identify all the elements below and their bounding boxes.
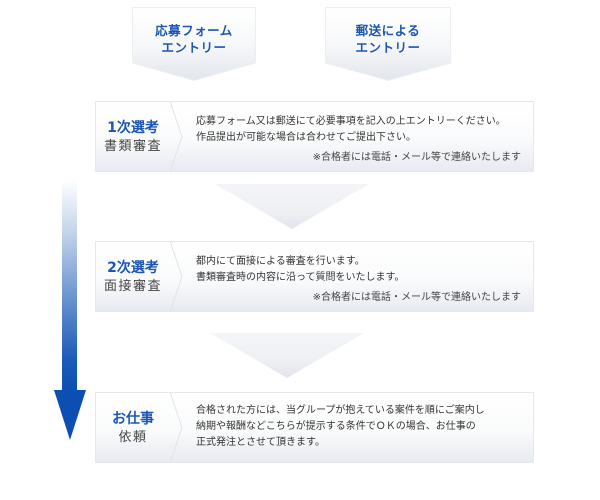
entry-mail-line1: 郵送による — [355, 23, 421, 38]
down-arrow-head-icon — [54, 390, 86, 440]
step-description-line: 合格された方には、当グループが抱えている案件を順にご案内し — [196, 405, 485, 416]
step-subtitle: 書類審査 — [103, 139, 162, 154]
step-note: ※合格者には電話・メール等で連絡いたします — [312, 292, 521, 303]
step-title: 1次選考 — [107, 120, 159, 136]
entry-mail-box: 郵送による エントリー — [326, 8, 450, 80]
step-title: お仕事 — [112, 411, 154, 427]
step-description: 都内にて面接による審査を行います。 書類審査時の内容に沿って質問をいたします。 — [196, 254, 523, 286]
down-arrow-icon — [62, 180, 77, 392]
step-note: ※合格者には電話・メール等で連絡いたします — [312, 152, 521, 163]
chevron-right-icon — [170, 392, 183, 463]
step-card-second-selection: 2次選考 面接審査 都内にて面接による審査を行います。 書類審査時の内容に沿って… — [95, 241, 534, 312]
down-triangle-icon — [210, 333, 364, 378]
step-subtitle: 面接審査 — [103, 279, 162, 294]
entry-form-box: 応募フォーム エントリー — [133, 8, 255, 80]
step-label: お仕事 依頼 — [96, 393, 170, 462]
entry-mail-label: 郵送による エントリー — [326, 22, 450, 56]
step-description-line: 正式発注とさせて頂きます。 — [196, 437, 325, 448]
down-triangle-icon — [215, 184, 369, 229]
step-label: 1次選考 書類審査 — [96, 102, 170, 171]
step-description-line: 作品提出が可能な場合は合わせてご提出下さい。 — [196, 132, 416, 143]
step-description-line: 納期や報酬などこちらが提示する条件でＯＫの場合、お仕事の — [196, 421, 476, 432]
step-label: 2次選考 面接審査 — [96, 242, 170, 311]
step-description-line: 都内にて面接による審査を行います。 — [196, 256, 365, 267]
step-title: 2次選考 — [107, 260, 159, 276]
step-card-job-request: お仕事 依頼 合格された方には、当グループが抱えている案件を順にご案内し 納期や… — [95, 392, 534, 463]
entry-form-line1: 応募フォーム — [155, 23, 233, 38]
step-description: 応募フォーム又は郵送にて必要事項を記入の上エントリーください。 作品提出が可能な… — [196, 114, 523, 146]
step-subtitle: 依頼 — [118, 430, 148, 445]
entry-mail-line2: エントリー — [355, 40, 421, 55]
entry-form-line2: エントリー — [161, 40, 227, 55]
step-card-first-selection: 1次選考 書類審査 応募フォーム又は郵送にて必要事項を記入の上エントリーください… — [95, 101, 534, 172]
chevron-right-icon — [170, 101, 183, 172]
step-description-line: 応募フォーム又は郵送にて必要事項を記入の上エントリーください。 — [196, 116, 506, 127]
step-description: 合格された方には、当グループが抱えている案件を順にご案内し 納期や報酬などこちら… — [196, 403, 523, 451]
chevron-right-icon — [170, 241, 183, 312]
entry-form-label: 応募フォーム エントリー — [133, 22, 255, 56]
step-description-line: 書類審査時の内容に沿って質問をいたします。 — [196, 272, 405, 283]
